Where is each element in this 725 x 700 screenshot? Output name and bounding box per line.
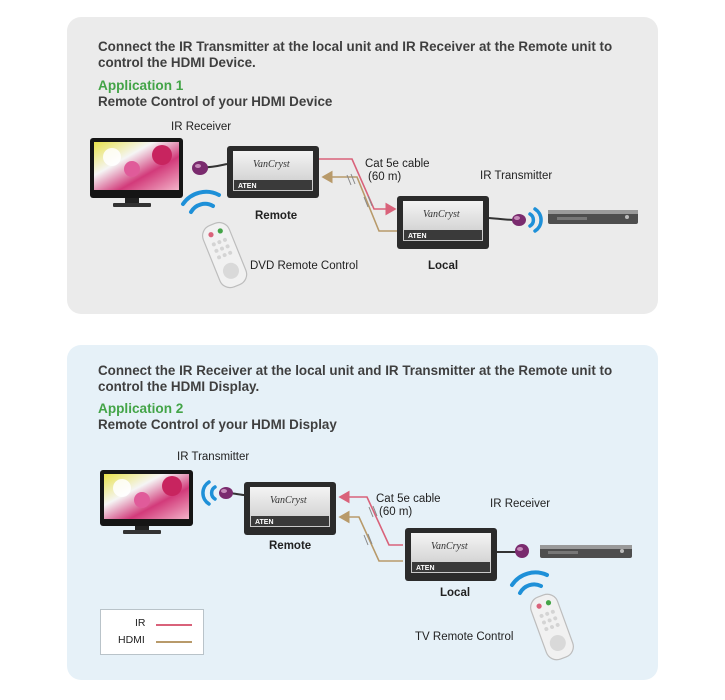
ir-receiver-emitter [496, 544, 529, 558]
unit-brand: VanCryst [423, 209, 460, 220]
legend: IR HDMI [100, 609, 204, 655]
unit-maker: ATEN [416, 565, 435, 572]
remote-label: Remote [269, 540, 312, 552]
ir-receiver-label: IR Receiver [490, 498, 551, 510]
hdmi-display-tv [90, 138, 183, 207]
dvd-player [548, 210, 638, 224]
ir-wave-icon [510, 570, 549, 595]
controller-label: TV Remote Control [415, 631, 514, 643]
remote-unit: VanCryst ATEN [244, 482, 336, 535]
application-1-heading: Connect the IR Transmitter at the local … [98, 39, 613, 70]
ir-wave-icon [181, 189, 221, 214]
unit-brand: VanCryst [270, 495, 307, 506]
ir-wave-icon [528, 207, 543, 233]
legend-hdmi-swatch [156, 641, 192, 643]
dvd-remote-control [202, 221, 248, 289]
hdmi-display-tv [100, 470, 193, 534]
unit-brand: VanCryst [431, 541, 468, 552]
hdmi-source-device [540, 545, 632, 558]
local-unit: VanCryst ATEN [405, 528, 497, 581]
application-2-subtitle: Remote Control of your HDMI Display [98, 417, 337, 432]
ir-transmitter-label: IR Transmitter [480, 170, 553, 182]
hdmi-link-line [338, 510, 403, 562]
unit-maker: ATEN [408, 233, 427, 240]
remote-unit: VanCryst ATEN [227, 146, 319, 198]
ir-receiver-emitter [192, 161, 228, 175]
application-1-label: Application 1 [98, 78, 184, 93]
controller-label: DVD Remote Control [250, 260, 359, 272]
cable-length-label: (60 m) [379, 506, 413, 518]
hdmi-link-line [321, 170, 397, 232]
legend-hdmi-label: HDMI [118, 634, 145, 646]
application-1-diagram: VanCryst ATEN VanCryst ATEN [90, 138, 638, 289]
ir-receiver-label: IR Receiver [171, 121, 232, 133]
ir-link-line [319, 158, 397, 216]
cable-label: Cat 5e cable [376, 493, 441, 505]
application-2-heading: Connect the IR Receiver at the local uni… [98, 363, 613, 394]
local-label: Local [440, 587, 471, 599]
cable-length-label: (60 m) [368, 171, 402, 183]
ir-transmitter-label: IR Transmitter [177, 451, 250, 463]
application-2-label: Application 2 [98, 401, 184, 416]
application-1-panel: Connect the IR Transmitter at the local … [67, 17, 658, 314]
ir-wave-icon [201, 480, 217, 506]
unit-brand: VanCryst [253, 159, 290, 170]
unit-maker: ATEN [255, 519, 274, 526]
application-2-diagram: VanCryst ATEN VanCryst ATEN [100, 470, 632, 661]
ir-transmitter-emitter [219, 487, 245, 499]
local-unit: VanCryst ATEN [397, 196, 489, 249]
legend-ir-label: IR [135, 617, 146, 629]
local-label: Local [428, 260, 459, 272]
remote-label: Remote [255, 210, 298, 222]
legend-ir-swatch [156, 624, 192, 626]
application-2-panel: Connect the IR Receiver at the local uni… [67, 345, 658, 680]
ir-link-line [338, 490, 403, 546]
ir-transmitter-emitter [488, 214, 526, 226]
unit-maker: ATEN [238, 183, 257, 190]
tv-remote-control [530, 593, 574, 661]
cable-label: Cat 5e cable [365, 158, 430, 170]
application-1-subtitle: Remote Control of your HDMI Device [98, 94, 333, 109]
